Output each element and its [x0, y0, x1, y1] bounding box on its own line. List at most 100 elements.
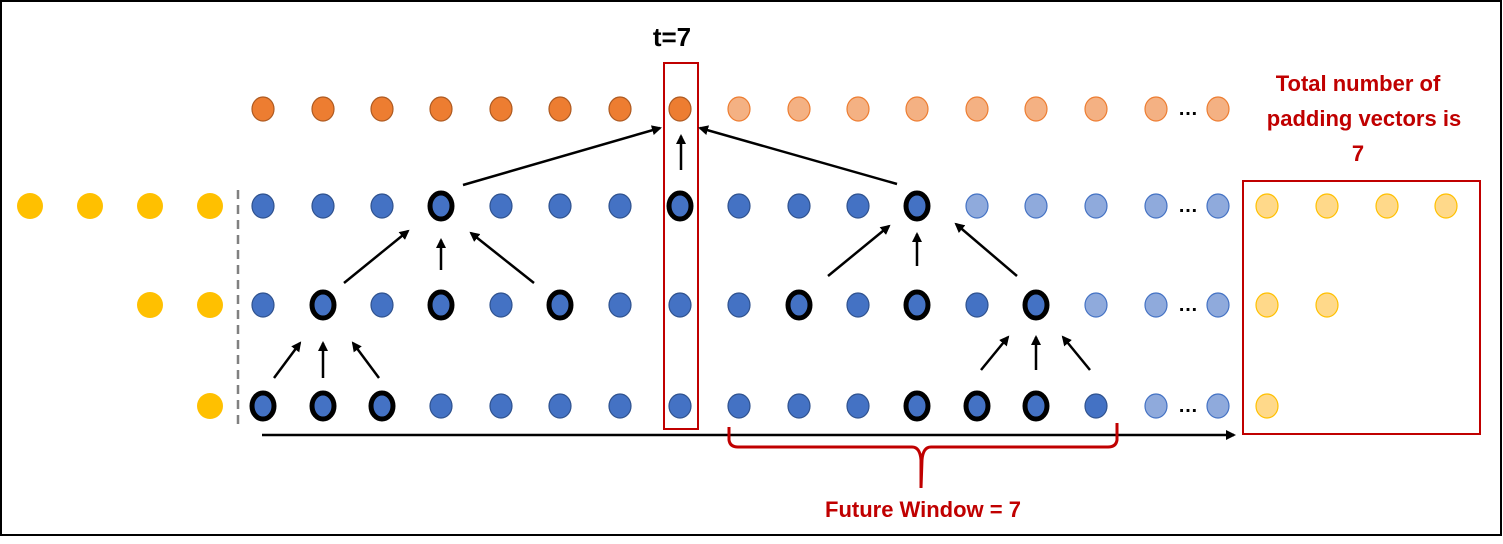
output-node: [1024, 96, 1048, 122]
output-node: [727, 96, 751, 122]
output-node: [668, 96, 692, 122]
layer-2-node: [370, 292, 394, 318]
padding-note-line1: Total number of: [1276, 71, 1441, 96]
right-padding-node: [1375, 193, 1399, 219]
arrow: [272, 341, 302, 379]
layer-1-node: [548, 393, 572, 419]
output-node: [608, 96, 632, 122]
arrow: [698, 125, 898, 186]
right-padding-node: [1255, 393, 1279, 419]
layer-2-node: [251, 292, 275, 318]
layer-1-node-highlighted: [368, 390, 396, 422]
output-node: [846, 96, 870, 122]
layer-1-node: [787, 393, 811, 419]
layer-2-node: [608, 292, 632, 318]
layer-2-node-highlighted: [309, 289, 337, 321]
time-step-highlight-box: [663, 62, 699, 430]
output-node: [311, 96, 335, 122]
future-window-label: Future Window = 7: [825, 497, 1021, 522]
layer-2-node: [1084, 292, 1108, 318]
right-padding-node: [1315, 193, 1339, 219]
left-padding-node: [197, 292, 223, 318]
right-padding-node: [1255, 292, 1279, 318]
arrow: [351, 341, 381, 379]
left-padding-node: [77, 193, 103, 219]
left-padding-node: [137, 193, 163, 219]
output-node: [251, 96, 275, 122]
ellipsis-icon: …: [1178, 98, 1198, 120]
layer-2-node: [727, 292, 751, 318]
left-padding-node: [197, 393, 223, 419]
layer-2-node-highlighted: [785, 289, 813, 321]
output-node: [905, 96, 929, 122]
layer-3-node: [1206, 193, 1230, 219]
layer-3-node: [608, 193, 632, 219]
layer-2-node: [668, 292, 692, 318]
layer-1-node: [489, 393, 513, 419]
padding-note-line3: 7: [1352, 141, 1364, 166]
ellipsis-icon: …: [1178, 395, 1198, 417]
layer-3-node-highlighted: [903, 190, 931, 222]
layer-2-node: [965, 292, 989, 318]
arrow: [1061, 335, 1091, 371]
ellipsis-icon: …: [1178, 195, 1198, 217]
layer-2-node-highlighted: [427, 289, 455, 321]
layer-3-node: [311, 193, 335, 219]
layer-1-node-highlighted: [1022, 390, 1050, 422]
padding-vectors-box: [1242, 180, 1481, 435]
left-padding-node: [197, 193, 223, 219]
layer-2-node-highlighted: [1022, 289, 1050, 321]
arrow: [954, 222, 1018, 277]
future-window-brace: [727, 423, 1119, 489]
layer-3-node: [965, 193, 989, 219]
ellipsis-icon: …: [1178, 294, 1198, 316]
layer-3-node: [727, 193, 751, 219]
right-padding-node: [1255, 193, 1279, 219]
layer-1-node: [1084, 393, 1108, 419]
layer-3-node: [548, 193, 572, 219]
padding-note-line2: padding vectors is: [1267, 106, 1461, 131]
layer-1-node-highlighted: [963, 390, 991, 422]
layer-1-node: [608, 393, 632, 419]
layer-2-node-highlighted: [903, 289, 931, 321]
layer-1-node: [1144, 393, 1168, 419]
left-padding-node: [137, 292, 163, 318]
right-padding-node: [1434, 193, 1458, 219]
arrow: [343, 229, 410, 284]
layer-3-node: [787, 193, 811, 219]
arrow: [980, 335, 1010, 371]
arrow: [827, 224, 891, 277]
layer-3-node: [1144, 193, 1168, 219]
layer-1-node: [1206, 393, 1230, 419]
output-node: [787, 96, 811, 122]
arrow: [469, 231, 535, 284]
layer-1-node: [846, 393, 870, 419]
layer-1-node-highlighted: [903, 390, 931, 422]
layer-3-node: [1024, 193, 1048, 219]
arrow: [462, 125, 662, 187]
output-node: [1144, 96, 1168, 122]
output-node: [1084, 96, 1108, 122]
layer-1-node: [429, 393, 453, 419]
output-node: [429, 96, 453, 122]
output-node: [1206, 96, 1230, 122]
layer-2-node-highlighted: [546, 289, 574, 321]
layer-1-node-highlighted: [249, 390, 277, 422]
output-node: [965, 96, 989, 122]
layer-3-node: [251, 193, 275, 219]
layer-2-node: [489, 292, 513, 318]
layer-3-node: [846, 193, 870, 219]
layer-1-node-highlighted: [309, 390, 337, 422]
layer-2-node: [1144, 292, 1168, 318]
output-node: [370, 96, 394, 122]
layer-3-node: [1084, 193, 1108, 219]
layer-2-node: [1206, 292, 1230, 318]
layer-1-node: [727, 393, 751, 419]
left-padding-node: [17, 193, 43, 219]
layer-3-node: [489, 193, 513, 219]
layer-3-node: [370, 193, 394, 219]
layer-3-node-highlighted: [666, 190, 694, 222]
